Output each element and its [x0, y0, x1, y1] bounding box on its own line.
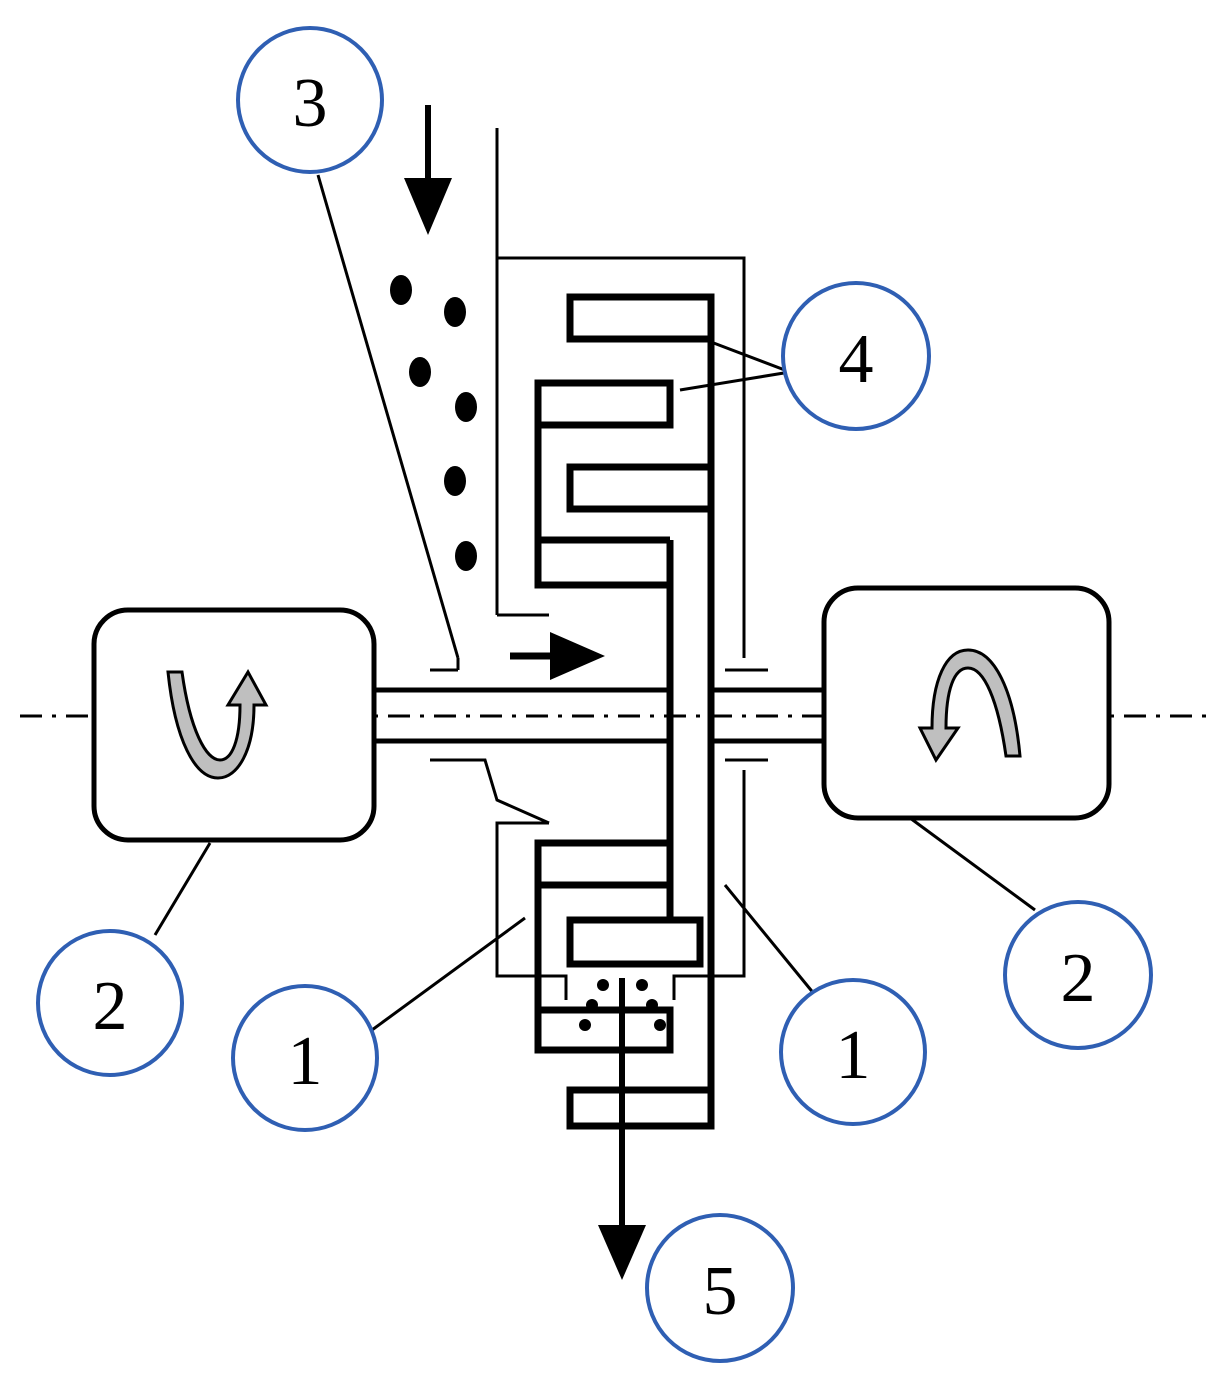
- feed-particles: [390, 275, 477, 571]
- left-rotor: [534, 379, 674, 1054]
- callout-label: 4: [839, 321, 874, 398]
- rotation-arrow-icon: [166, 668, 269, 780]
- motor-right: [821, 585, 1112, 821]
- callout-5: 5: [645, 1213, 795, 1363]
- leader-lines: [153, 174, 1036, 1032]
- discharge-particles: [579, 979, 666, 1031]
- callout-2-left: 2: [36, 929, 184, 1077]
- right-rotor: [566, 293, 715, 1130]
- callout-1-left: 1: [231, 984, 379, 1132]
- callout-2-right: 2: [1003, 900, 1153, 1050]
- motor-left: [91, 607, 377, 843]
- callout-1-right: 1: [779, 978, 927, 1126]
- callout-label: 5: [703, 1253, 738, 1330]
- callout-4: 4: [781, 281, 931, 431]
- feed-arrow-icon: [404, 105, 452, 235]
- shafts: [374, 687, 824, 744]
- rotation-arrow-icon: [917, 648, 1022, 763]
- callout-label: 3: [293, 65, 328, 142]
- callout-label: 1: [836, 1017, 871, 1094]
- callout-label: 1: [288, 1023, 323, 1100]
- callout-3: 3: [236, 26, 384, 174]
- callout-label: 2: [93, 968, 128, 1045]
- flow-arrow-icon: [510, 632, 605, 680]
- housing: [430, 128, 768, 1000]
- callout-label: 2: [1061, 940, 1096, 1017]
- discharge-arrow-icon: [598, 978, 646, 1280]
